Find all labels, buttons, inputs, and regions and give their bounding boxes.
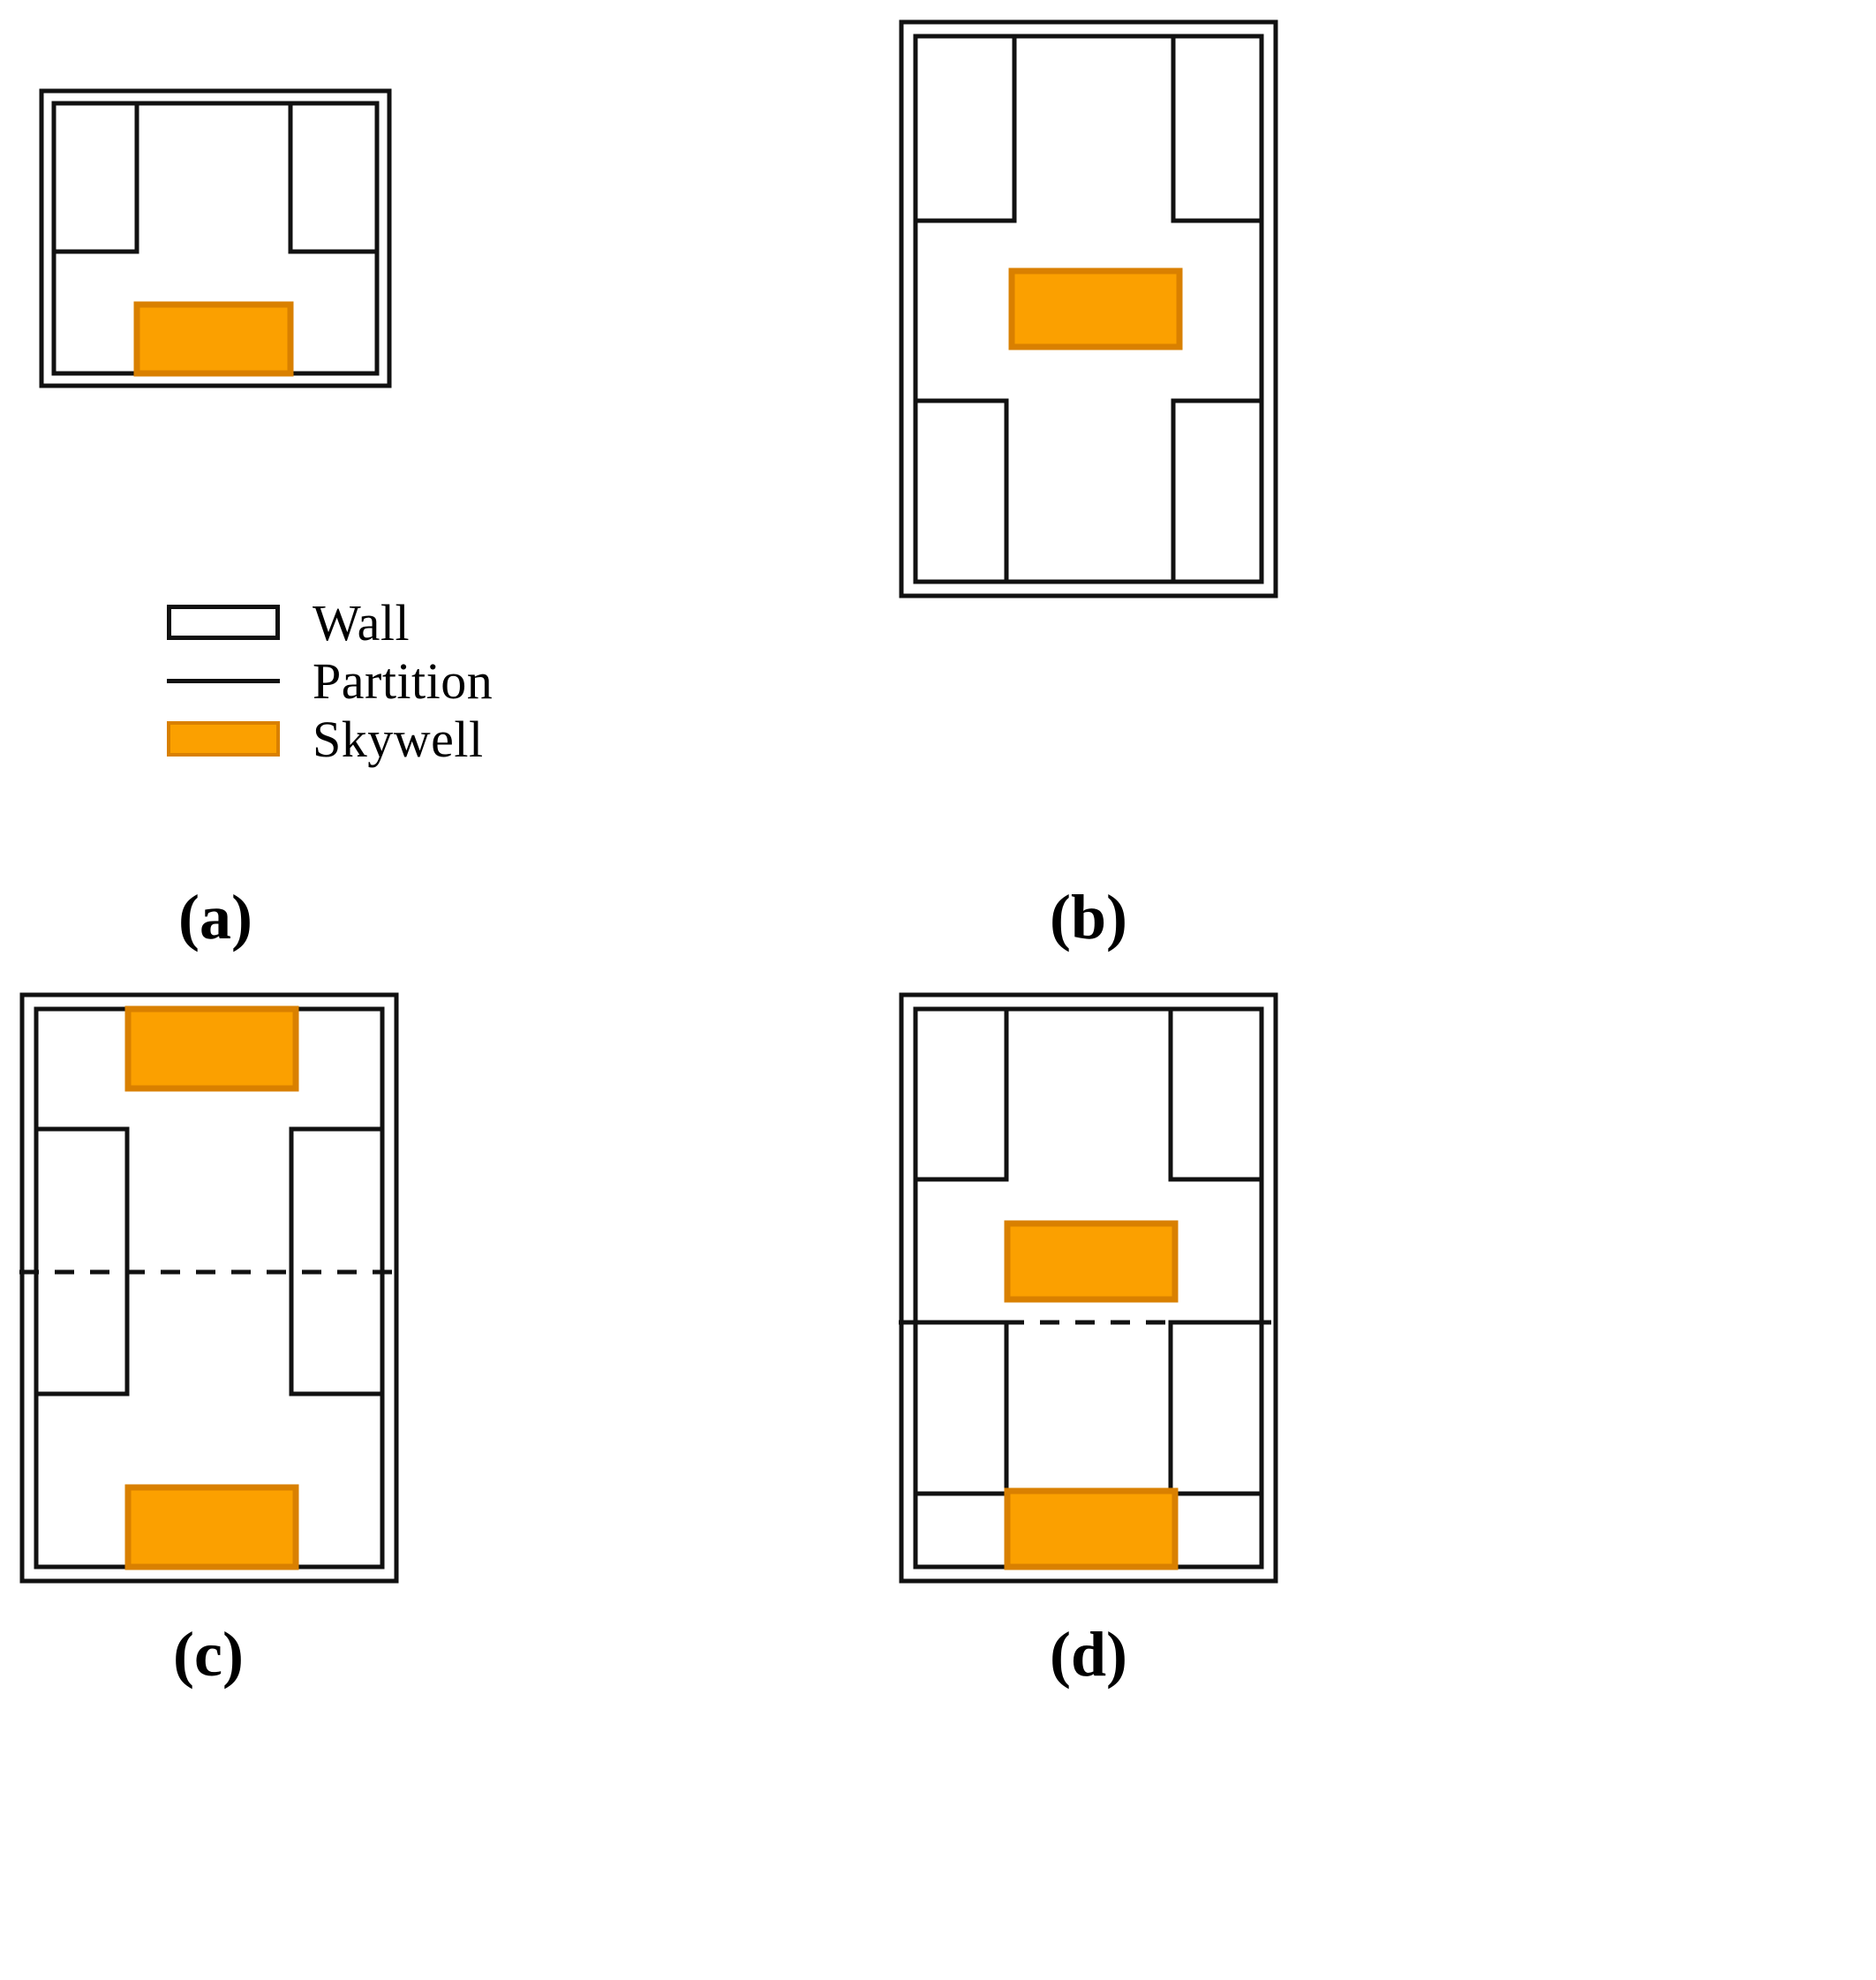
outer-wall-c: [19, 992, 399, 1584]
legend-item-skywell: Skywell: [166, 710, 546, 768]
room-block-top-right-b: [1171, 36, 1262, 223]
skywell-center-b: [1008, 267, 1183, 350]
room-block-top-left-d: [915, 1009, 1009, 1182]
floor-plan-panel-d: [899, 992, 1278, 1584]
skywell-swatch-icon: [166, 710, 281, 768]
room-block-top-right-a: [288, 103, 377, 254]
panel-a-label: (a): [178, 882, 252, 952]
legend: Wall Partition Skywell: [166, 593, 546, 768]
floor-plan-panel-a: [39, 88, 392, 388]
floor-plan-b-svg: [899, 19, 1278, 599]
room-block-top-left-b: [915, 36, 1017, 223]
legend-label-skywell: Skywell: [313, 710, 484, 768]
outer-wall-a: [39, 88, 392, 388]
skywell-bottom-center-c: [124, 1484, 299, 1570]
room-block-bottom-left-b: [915, 398, 1009, 582]
skywell-upper-center-d: [1004, 1220, 1179, 1303]
inner-wall-c: [34, 1006, 385, 1570]
room-block-lower-right-d: [1168, 1320, 1262, 1496]
skywell-bottom-center-d: [1004, 1487, 1179, 1570]
floor-plan-a-svg: [39, 88, 392, 388]
legend-item-wall: Wall: [166, 593, 546, 651]
room-block-bottom-right-b: [1171, 398, 1262, 582]
skywell-top-center-c: [124, 1005, 299, 1092]
outer-wall-d: [899, 992, 1278, 1584]
legend-label-wall: Wall: [313, 593, 411, 651]
room-block-lower-left-d: [915, 1320, 1009, 1496]
floor-plan-panel-c-body: [19, 992, 399, 1584]
room-block-top-left-a: [54, 103, 139, 254]
skywell-bottom-center-a: [133, 301, 294, 377]
panel-c-label: (c): [173, 1619, 244, 1690]
floor-plan-c-full-svg: [19, 992, 399, 1584]
partition-swatch-icon: [166, 651, 281, 710]
panel-b-label: (b): [1050, 882, 1127, 952]
legend-item-partition: Partition: [166, 651, 546, 710]
outer-wall-b: [899, 19, 1278, 599]
legend-label-partition: Partition: [313, 651, 493, 710]
floor-plan-d-svg: [899, 992, 1278, 1584]
room-block-middle-right-c: [289, 1126, 382, 1397]
room-block-middle-left-c: [36, 1126, 130, 1397]
room-block-top-right-d: [1168, 1009, 1262, 1182]
panel-d-label: (d): [1050, 1619, 1127, 1690]
floor-plan-panel-b: [899, 19, 1278, 599]
inner-wall-b: [913, 34, 1264, 584]
wall-swatch-icon: [166, 593, 281, 651]
